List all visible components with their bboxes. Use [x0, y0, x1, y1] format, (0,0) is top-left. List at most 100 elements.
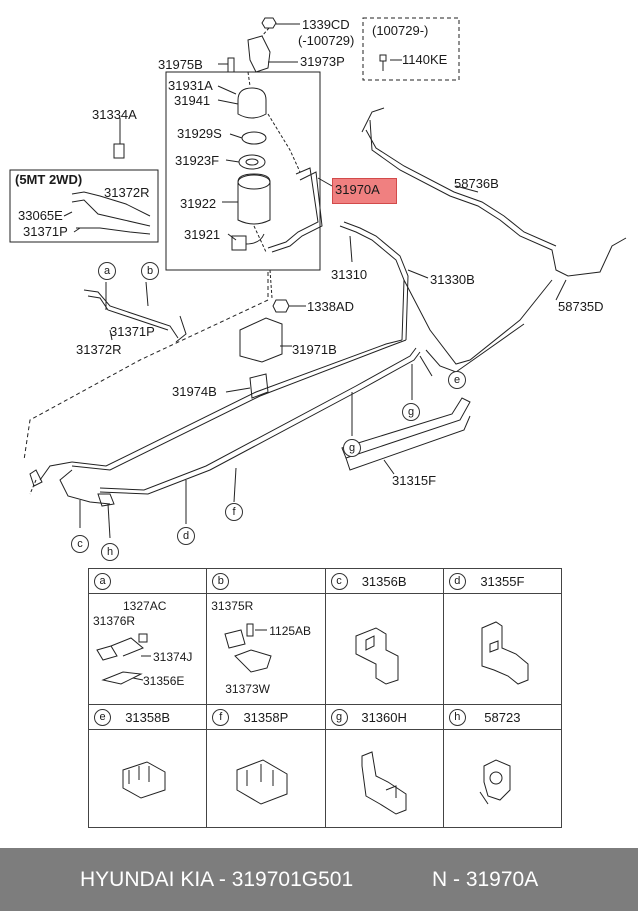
- label-31921: 31921: [184, 227, 221, 242]
- filter-head: [237, 87, 267, 119]
- callout-c: c: [71, 535, 89, 553]
- pipe-58736b: [361, 107, 627, 277]
- label-31356e: 31356E: [143, 674, 185, 689]
- label-31376r: 31376R: [93, 614, 136, 629]
- label-31315f: 31315F: [392, 473, 437, 488]
- clip-detail-pipes: [83, 289, 179, 339]
- o-ring-31929s: [241, 131, 267, 145]
- label-31922: 31922: [180, 196, 217, 211]
- cell-body-f: [206, 728, 326, 829]
- label-31941: 31941: [174, 93, 211, 108]
- nut-1338ad: [272, 299, 290, 313]
- label-31373w: 31373W: [225, 682, 270, 697]
- clip-f-drawing: [236, 759, 288, 805]
- pipe-31310: [339, 225, 405, 341]
- variant-box: [362, 17, 460, 81]
- clip-e-drawing: [122, 761, 166, 799]
- pipe-58735d: [403, 279, 553, 365]
- clip-g-drawing: [361, 751, 406, 815]
- callout-f: f: [225, 503, 243, 521]
- pipe-main-upper: [71, 339, 407, 471]
- label-31931a: 31931A: [168, 78, 213, 93]
- label-31334a: 31334A: [92, 107, 137, 122]
- clip-c-drawing: [355, 627, 398, 685]
- label-31975b: 31975B: [158, 57, 203, 72]
- fitting-31975b: [227, 57, 235, 73]
- label-31974b: 31974B: [172, 384, 217, 399]
- cell-body-a: 1327AC 31376R 31374J 31356E: [87, 593, 208, 705]
- label-variant-5mt-2wd: (5MT 2WD): [15, 172, 83, 187]
- label-31330b: 31330B: [430, 272, 475, 287]
- filter-assembly-frame: [165, 71, 321, 271]
- label-1327ac: 1327AC: [123, 599, 167, 614]
- label-31371p-variant: 31371P: [23, 224, 68, 239]
- label-58735d: 58735D: [558, 299, 604, 314]
- nut-1339cd: [261, 17, 277, 29]
- left-end-fittings: [39, 461, 111, 505]
- callout-g-upper: g: [402, 403, 420, 421]
- label-33065e: 33065E: [18, 208, 63, 223]
- clip-h-drawing: [479, 759, 511, 805]
- label-58736b: 58736B: [454, 176, 499, 191]
- variant-5mt-box: [9, 169, 159, 243]
- label-31970a: 31970A: [335, 182, 380, 197]
- cell-body-h: [442, 728, 563, 829]
- label-1338ad: 1338AD: [307, 299, 354, 314]
- footer-bar: HYUNDAI KIA - 319701G501 N - 31970A: [0, 848, 638, 911]
- footer-brand-partnumber: HYUNDAI KIA - 319701G501: [80, 868, 354, 891]
- label-31375r: 31375R: [211, 599, 254, 614]
- cell-header-b: b: [206, 567, 326, 595]
- cell-body-d: [442, 593, 563, 705]
- label-31372r: 31372R: [76, 342, 122, 357]
- label-31973p: 31973P: [300, 54, 345, 69]
- label-31310: 31310: [331, 267, 368, 282]
- clip-31334a: [113, 143, 125, 159]
- label-31929s: 31929S: [177, 126, 222, 141]
- callout-d: d: [177, 527, 195, 545]
- callout-h: h: [101, 543, 119, 561]
- protector-31315f: [341, 397, 471, 459]
- label-31371p: 31371P: [110, 324, 155, 339]
- variant-5mt-pipes: [71, 191, 151, 235]
- fuel-filter-31922: [237, 173, 271, 225]
- cell-header-a: a: [87, 567, 208, 595]
- cell-body-g: [324, 728, 444, 829]
- pipe-main-lower: [99, 351, 421, 495]
- bracket-31973p: [247, 35, 271, 73]
- callout-e: e: [448, 371, 466, 389]
- sensor-31921: [231, 235, 247, 251]
- callout-g-lower: g: [343, 439, 361, 457]
- clip-d-drawing: [481, 621, 529, 685]
- clip-a-drawing: [96, 633, 151, 685]
- bracket-31974b: [249, 373, 269, 399]
- bolt-1140ke: [379, 54, 387, 71]
- label-31971b: 31971B: [292, 342, 337, 357]
- fuel-line-diagram: [9, 17, 627, 539]
- label-1125ab: 1125AB: [269, 624, 312, 639]
- label-1140ke: 1140KE: [402, 52, 448, 67]
- label-31374j: 31374J: [153, 650, 193, 665]
- label-100729-before: (-100729): [298, 33, 355, 48]
- label-100729-after: (100729-): [372, 23, 429, 38]
- callout-a: a: [98, 262, 116, 280]
- bracket-31971b: [239, 317, 283, 363]
- label-31923f: 31923F: [175, 153, 220, 168]
- callout-b: b: [141, 262, 159, 280]
- clip-b-drawing: [224, 623, 272, 673]
- cell-body-e: [87, 728, 208, 829]
- highlight-31970a: [332, 178, 397, 204]
- label-31372r-variant: 31372R: [104, 185, 150, 200]
- hose-31970a: [271, 171, 323, 253]
- label-1339cd: 1339CD: [302, 17, 350, 32]
- cell-body-c: [324, 593, 444, 705]
- footer-code: N - 31970A: [432, 868, 539, 891]
- seal-31923f: [238, 154, 266, 170]
- cell-body-b: 31375R 1125AB 31373W: [206, 593, 326, 705]
